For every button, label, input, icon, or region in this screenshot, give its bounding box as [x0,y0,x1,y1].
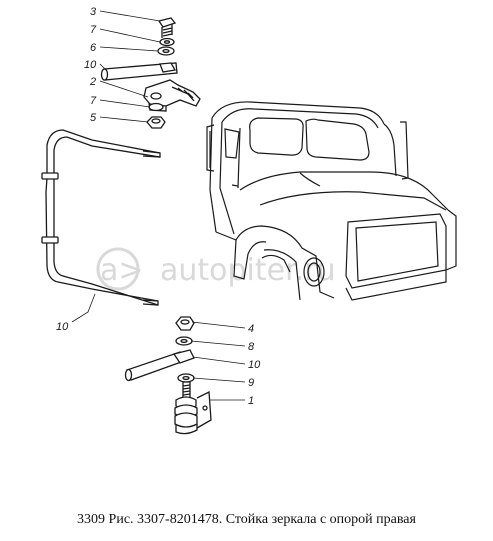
callouts-upper: 3 7 6 10 2 7 5 [84,6,161,124]
callout-label-5: 5 [90,112,97,124]
callout-label-8: 8 [248,341,255,353]
watermark-logo-icon [96,247,140,291]
washer-part-7b [148,102,164,112]
washer-part-9 [177,373,195,383]
callout-label-10b: 10 [248,359,261,371]
truck-cab-illustration [206,101,457,301]
callout-label-3: 3 [90,6,97,18]
callout-rod: 10 [56,293,96,333]
figure-caption: 3309 Рис. 3307-8201478. Стойка зеркала с… [77,512,416,527]
callout-label-6: 6 [90,42,97,54]
callout-label-2: 2 [89,76,96,88]
callout-label-1: 1 [248,395,254,407]
callout-label-7b: 7 [90,95,97,107]
upper-mount-assembly [100,17,201,129]
callout-label-9: 9 [248,377,254,389]
washer-part-6 [157,46,175,56]
bolt-part-3 [157,17,177,38]
rod-clamp-upper [41,172,59,180]
callout-label-4: 4 [248,323,254,335]
watermark-mark: a> [100,253,144,288]
callout-label-10-rod: 10 [56,321,69,333]
callouts-lower: 4 8 10 9 1 [190,321,261,407]
callout-label-7: 7 [90,24,97,36]
rod-end-part-10 [100,62,178,81]
nut-part-4 [175,316,195,331]
nut-part-5 [146,116,166,129]
mirror-rod-part-10 [41,129,161,306]
watermark: a> autopiter.ru [96,247,336,291]
bracket-part-2 [143,79,201,112]
support-part-1 [174,381,212,435]
rod-clamp-lower [41,236,59,244]
callout-label-10: 10 [84,59,97,71]
rod-end-part-10b [124,349,195,382]
lower-mount-assembly [124,316,212,435]
washer-part-7 [159,37,175,47]
washer-part-8 [175,336,193,346]
